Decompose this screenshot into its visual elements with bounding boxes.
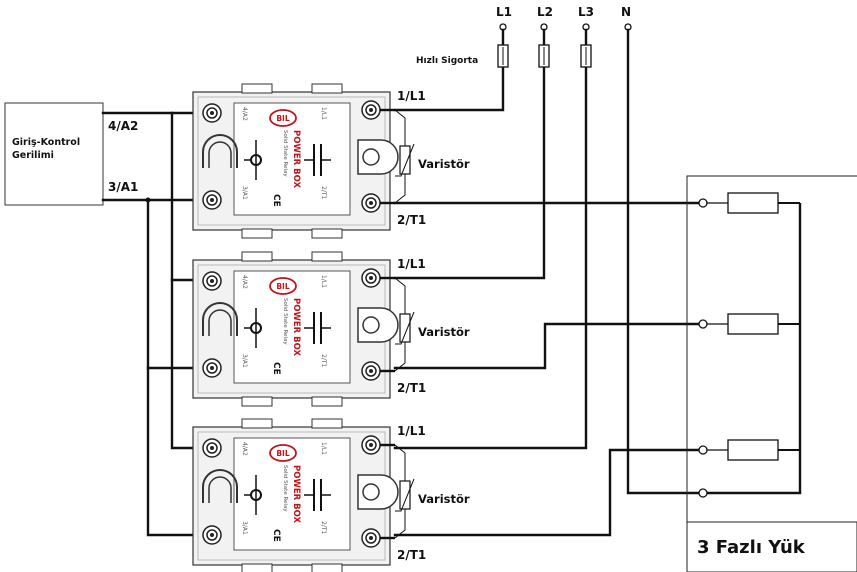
relay-brand-1: BIL: [276, 114, 290, 123]
load-resistor-3: [727, 439, 779, 461]
relay-input-label-1: 1/L1: [397, 89, 426, 103]
load-resistors: [698, 192, 802, 498]
relay-pin-a2-1: 4/A2: [241, 107, 248, 121]
relay-subtitle-3: Solid State Relay: [282, 465, 288, 512]
supply-line-l3: L3: [578, 5, 594, 19]
load-box: 3 Fazlı Yük: [686, 175, 857, 572]
control-terminal-a1: 3/A1: [108, 180, 138, 194]
relay-product-3: POWER BOX: [291, 465, 301, 524]
relay-pin-a2-3: 4/A2: [241, 442, 248, 456]
relay-pin-l1-1: 1/L1: [320, 107, 327, 120]
terminal-t1-1: [361, 193, 381, 213]
load-label: 3 Fazlı Yük: [697, 537, 806, 558]
relay-input-label-3: 1/L1: [397, 424, 426, 438]
terminal-a1-2: [202, 358, 222, 378]
terminal-a2-1: [202, 103, 222, 123]
varistor-3: [399, 480, 411, 510]
supply-line-l2: L2: [537, 5, 553, 19]
terminal-l1-2: [361, 268, 381, 288]
relay-pin-a1-2: 3/A1: [241, 354, 248, 368]
terminal-t1-3: [361, 528, 381, 548]
supply-wires: [393, 28, 802, 495]
relay-brand-2: BIL: [276, 282, 290, 291]
relay-pin-t1-3: 2/T1: [320, 521, 327, 535]
terminal-l1-1: [361, 100, 381, 120]
supply-line-l1: L1: [496, 5, 512, 19]
varistor-2: [399, 313, 411, 343]
varistor-label-3: Varistör: [418, 492, 470, 506]
load-resistor-1: [727, 192, 779, 214]
relay-ce-mark-1: CE: [271, 194, 281, 207]
control-terminal-a2: 4/A2: [108, 119, 138, 133]
relay-subtitle-1: Solid State Relay: [282, 130, 288, 177]
relay-output-label-3: 2/T1: [397, 548, 426, 562]
output-wires: [393, 201, 705, 537]
relay-pin-t1-1: 2/T1: [320, 186, 327, 200]
relay-ce-mark-2: CE: [271, 362, 281, 375]
terminal-a2-2: [202, 271, 222, 291]
supply-line-labels: L1 L2 L3 N: [496, 5, 631, 19]
control-box: [4, 102, 104, 206]
terminal-a2-3: [202, 438, 222, 458]
relay-product-2: POWER BOX: [291, 298, 301, 357]
relay-product-1: POWER BOX: [291, 130, 301, 189]
relay-pin-t1-2: 2/T1: [320, 354, 327, 368]
supply-line-n: N: [621, 5, 631, 19]
terminal-l1-3: [361, 435, 381, 455]
relay-pin-a1-1: 3/A1: [241, 186, 248, 200]
varistor-1: [399, 145, 411, 175]
supply-terminals: [499, 23, 632, 31]
relay-pin-a1-3: 3/A1: [241, 521, 248, 535]
relay-ce-mark-3: CE: [271, 529, 281, 542]
relay-pin-a2-2: 4/A2: [241, 275, 248, 289]
relay-pin-l1-2: 1/L1: [320, 275, 327, 288]
fuse-label: Hızlı Sigorta: [416, 56, 478, 66]
terminal-a1-1: [202, 190, 222, 210]
varistor-label-1: Varistör: [418, 157, 470, 171]
terminal-a1-3: [202, 525, 222, 545]
relay-brand-3: BIL: [276, 449, 290, 458]
varistor-label-2: Varistör: [418, 325, 470, 339]
relay-output-label-1: 2/T1: [397, 213, 426, 227]
control-box-line2: Gerilimi: [12, 150, 54, 161]
relay-output-label-2: 2/T1: [397, 381, 426, 395]
terminal-t1-2: [361, 361, 381, 381]
control-box-line1: Giriş-Kontrol: [12, 137, 80, 148]
relay-subtitle-2: Solid State Relay: [282, 298, 288, 345]
load-resistor-2: [727, 313, 779, 335]
relay-input-label-2: 1/L1: [397, 257, 426, 271]
relay-pin-l1-3: 1/L1: [320, 442, 327, 455]
fuses: [497, 44, 592, 68]
